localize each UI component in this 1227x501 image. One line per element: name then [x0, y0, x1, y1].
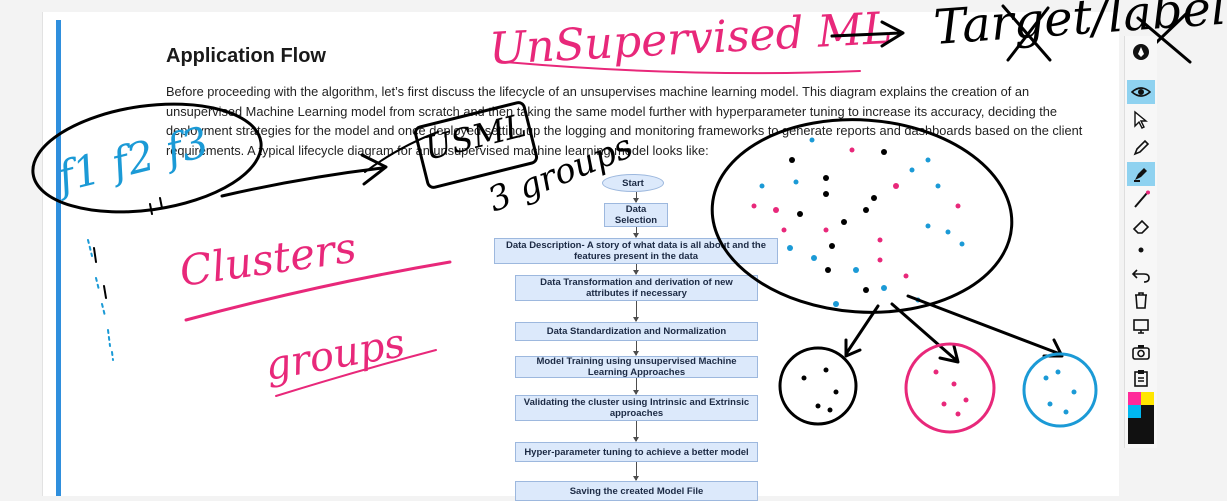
undo-icon[interactable]	[1127, 262, 1155, 286]
ink-cross	[1001, 4, 1192, 64]
flow-step-data-transformation: Data Transformation and derivation of ne…	[515, 275, 758, 301]
annotation-toolbar	[1124, 36, 1157, 448]
ink-text-unsupervised-ml: UnSupervised ML	[488, 3, 893, 75]
dot-icon[interactable]	[1127, 238, 1155, 262]
eraser-icon[interactable]	[1127, 214, 1155, 238]
left-accent-bar	[56, 20, 61, 496]
swatch-black-large[interactable]	[1128, 418, 1154, 444]
ink-box-usml	[413, 101, 539, 189]
flow-step-data-selection: Data Selection	[604, 203, 668, 227]
flow-step-model-training: Model Training using unsupervised Machin…	[515, 356, 758, 378]
ink-text-usml: USML	[421, 106, 530, 168]
flow-arrow	[633, 378, 639, 395]
ink-arrow	[844, 304, 880, 358]
ink-ellipse-data	[710, 118, 1014, 314]
ink-arrow	[364, 131, 439, 173]
flow-arrow	[633, 341, 639, 356]
trash-icon[interactable]	[1127, 288, 1155, 312]
swatch-pink[interactable]	[1128, 392, 1141, 405]
screen-icon[interactable]	[1127, 314, 1155, 338]
flow-arrow	[633, 192, 639, 203]
color-swatches	[1128, 392, 1154, 444]
swatch-cyan[interactable]	[1128, 405, 1141, 418]
ink-ellipse-features	[31, 102, 263, 214]
ink-scatter-points	[751, 137, 965, 307]
swatch-black[interactable]	[1141, 405, 1154, 418]
pen-icon[interactable]	[1127, 136, 1155, 160]
ink-underline	[504, 61, 861, 75]
flow-arrow	[633, 462, 639, 481]
page-title: Application Flow	[166, 45, 326, 67]
ink-text-features: f1 f2 f3	[50, 117, 214, 202]
ink-arrow	[890, 302, 960, 364]
intro-paragraph: Before proceeding with the algorithm, le…	[166, 84, 1083, 158]
ink-text-target-label: Target/label	[932, 0, 1227, 56]
ink-underline	[275, 349, 437, 397]
clipboard-icon[interactable]	[1127, 366, 1155, 390]
flow-arrow	[633, 421, 639, 442]
ink-text-groups: groups	[262, 320, 409, 390]
ink-dashes	[87, 239, 114, 361]
line-icon[interactable]	[1127, 188, 1155, 212]
camera-icon[interactable]	[1127, 340, 1155, 364]
ink-dashes	[93, 197, 163, 299]
cursor-icon[interactable]	[1127, 108, 1155, 132]
ink-arrow	[830, 20, 905, 48]
highlighter-icon[interactable]	[1127, 162, 1155, 186]
flow-step-validation: Validating the cluster using Intrinsic a…	[515, 395, 758, 421]
logo-icon	[1127, 40, 1155, 64]
swatch-yellow[interactable]	[1141, 392, 1154, 405]
ink-arrow	[220, 153, 388, 198]
ink-cluster-blue	[1022, 352, 1098, 428]
flow-step-standardization: Data Standardization and Normalization	[515, 322, 758, 341]
ink-cluster-black	[778, 346, 858, 426]
flow-arrow	[633, 264, 639, 275]
flow-arrow	[633, 227, 639, 238]
flow-start: Start	[602, 174, 664, 192]
flow-step-hyperparameter-tuning: Hyper-parameter tuning to achieve a bett…	[515, 442, 758, 462]
flow-step-data-description: Data Description- A story of what data i…	[494, 238, 778, 264]
ink-cluster-points	[801, 367, 1077, 417]
flow-arrow	[633, 301, 639, 322]
ink-underline	[184, 260, 452, 322]
eye-icon[interactable]	[1127, 80, 1155, 104]
ink-cluster-pink	[904, 342, 996, 434]
